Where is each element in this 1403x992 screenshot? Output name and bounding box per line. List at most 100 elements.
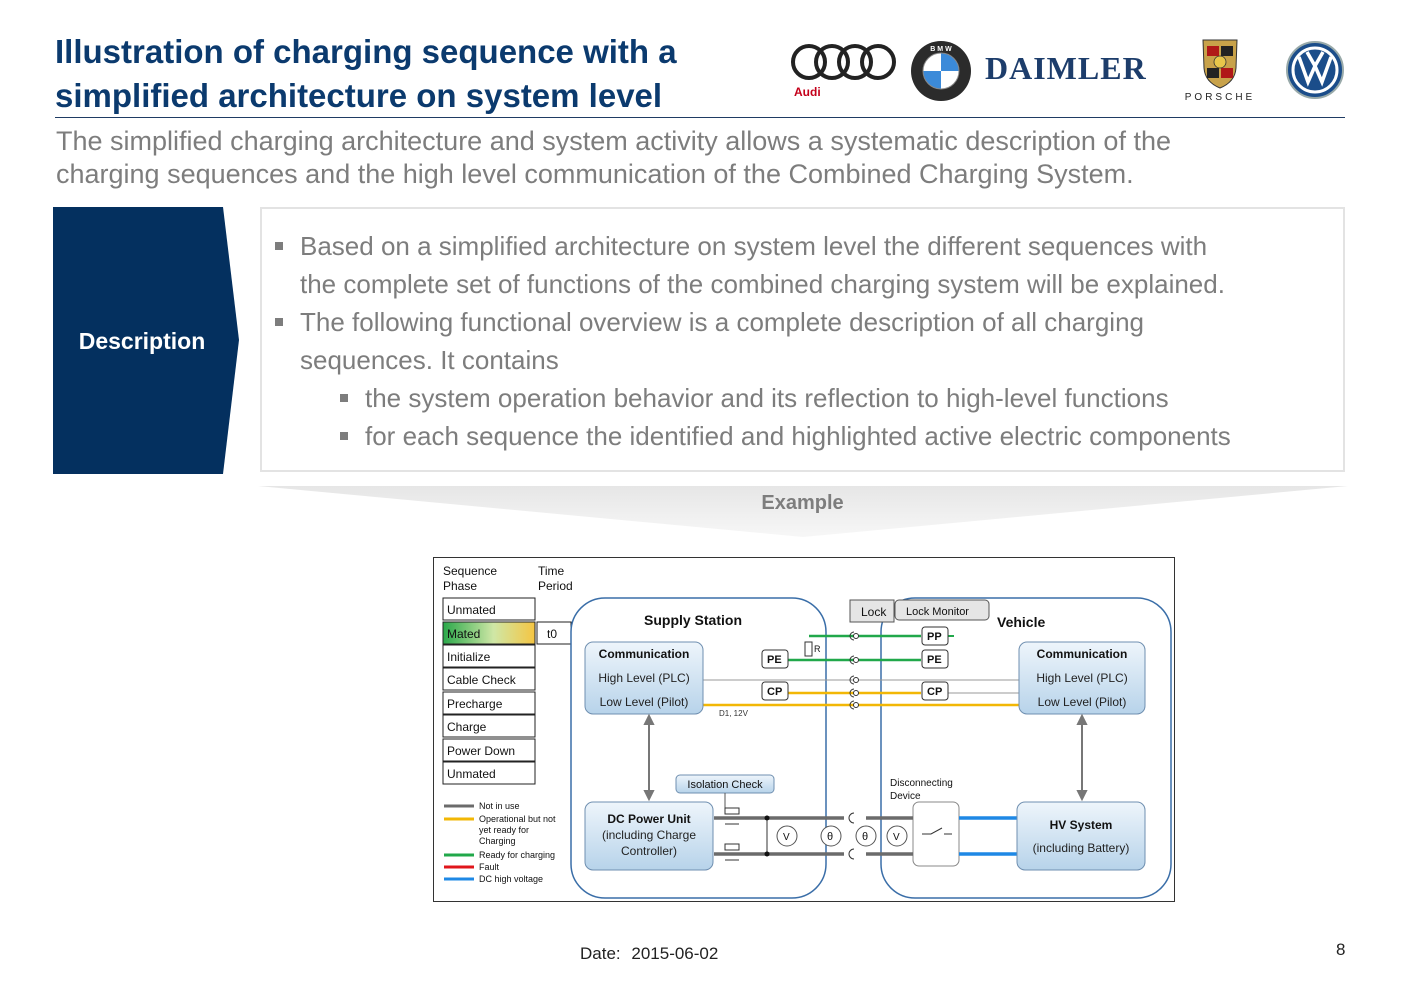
time-header: Time (538, 564, 565, 578)
hv-system-title: HV System (1050, 818, 1113, 832)
phase-header: Phase (443, 579, 477, 593)
bullet-icon (275, 318, 283, 326)
station-comm-low: Low Level (Pilot) (600, 695, 689, 709)
sequence-header: Sequence (443, 564, 497, 578)
lock-label: Lock (861, 605, 887, 619)
pin-label: CP (767, 686, 782, 698)
description-tab-label: Description (78, 328, 206, 354)
supply-station-label: Supply Station (644, 612, 742, 628)
pin-label: PP (927, 631, 942, 643)
example-label: Example (761, 492, 844, 514)
subtitle-line-2: charging sequences and the high level co… (56, 159, 1134, 189)
bullet-item: Based on a simplified architecture on sy… (275, 227, 1225, 303)
porsche-logo: PORSCHE (1185, 39, 1255, 103)
pin-cp-vehicle (921, 681, 949, 701)
sub-bullet-text: the system operation behavior and its re… (365, 383, 1169, 413)
sensor-label: θ (862, 831, 868, 843)
hv-system-line: (including Battery) (1033, 841, 1130, 855)
legend-label: Not in use (479, 801, 520, 811)
phase-cell: Power Down (447, 744, 515, 758)
diagram-legend: Not in use Operational but not yet ready… (444, 801, 556, 884)
dc-power-unit-title: DC Power Unit (607, 812, 690, 826)
legend-label: Fault (479, 862, 500, 872)
sub-bullet-text: for each sequence the identified and hig… (365, 421, 1231, 451)
bullet-text: sequences. It contains (300, 345, 559, 375)
title-line-2: simplified architecture on system level (55, 77, 663, 114)
voltage-label: D1, 12V (719, 709, 749, 718)
page-number: 8 (1336, 940, 1346, 959)
pin-label: PE (767, 654, 782, 666)
vehicle-boundary (880, 597, 1172, 899)
example-chevron (258, 486, 1348, 537)
date-value: 2015-06-02 (631, 944, 719, 963)
bullet-item: The following functional overview is a c… (275, 303, 1144, 379)
period-header: Period (538, 579, 573, 593)
dc-power-unit-line: Controller) (621, 844, 677, 858)
vehicle-comm-title: Communication (1037, 647, 1128, 661)
vehicle-comm-low: Low Level (Pilot) (1038, 695, 1127, 709)
phase-cell: Mated (447, 627, 480, 641)
pin-pp (921, 626, 949, 646)
sub-bullet-item: the system operation behavior and its re… (340, 379, 1169, 417)
bullet-text: Based on a simplified architecture on sy… (300, 231, 1208, 261)
bullet-text: The following functional overview is a c… (300, 307, 1144, 337)
header-divider (55, 117, 1345, 118)
hv-system-box (1016, 801, 1146, 871)
legend-label: DC high voltage (479, 874, 543, 884)
legend-label: yet ready for (479, 825, 529, 835)
vehicle-label: Vehicle (997, 614, 1045, 630)
description-tab (53, 207, 239, 474)
title-line-1: Illustration of charging sequence with a (55, 33, 677, 70)
audi-wordmark: Audi (794, 85, 821, 99)
description-box (260, 207, 1345, 472)
page-title: Illustration of charging sequence with a… (55, 30, 775, 118)
bullet-icon (340, 432, 348, 440)
phase-cell: Precharge (447, 697, 503, 711)
station-comm-high: High Level (PLC) (598, 671, 689, 685)
dc-power-unit-line: (including Charge (602, 828, 696, 842)
date-label: Date: (580, 944, 621, 963)
legend-label: Ready for charging (479, 850, 555, 860)
partner-logos: Audi B M W DAIMLER PORSCHE (780, 36, 1345, 106)
bullet-icon (340, 394, 348, 402)
vw-logo (1286, 41, 1344, 99)
disconnecting-device-label: Disconnecting (890, 778, 953, 789)
disconnecting-device-label: Device (890, 791, 921, 802)
pin-cp-station (761, 681, 789, 701)
legend-label: Operational but not (479, 814, 556, 824)
footer-date: Date: 2015-06-02 (580, 944, 718, 964)
pin-label: PE (927, 654, 942, 666)
supply-station-boundary (570, 597, 827, 899)
diagram-canvas: Sequence Phase Time Period Unmated Mated… (442, 564, 1172, 899)
bullet-text: the complete set of functions of the com… (300, 269, 1225, 299)
subtitle-line-1: The simplified charging architecture and… (56, 126, 1171, 156)
legend-label: Charging (479, 836, 516, 846)
phase-cell: Unmated (447, 767, 496, 781)
phase-table: Unmated Mated t0 Initialize Cable Check … (442, 597, 572, 785)
pin-label: CP (927, 686, 942, 698)
sensor-label: θ (827, 831, 833, 843)
disconnecting-device-box (912, 801, 960, 867)
bullet-icon (275, 242, 283, 250)
bmw-logo: B M W (911, 41, 971, 101)
phase-cell: Cable Check (447, 673, 517, 687)
dc-power-unit-box (584, 801, 714, 871)
porsche-wordmark: PORSCHE (1185, 92, 1255, 103)
station-comm-title: Communication (599, 647, 690, 661)
pin-pe-vehicle (921, 649, 949, 669)
charging-architecture-diagram: Sequence Phase Time Period Unmated Mated… (433, 557, 1175, 902)
sensor-label: V (783, 832, 790, 843)
lock-monitor-label: Lock Monitor (906, 606, 969, 618)
phase-cell: Initialize (447, 650, 491, 664)
sensor-label: V (893, 832, 900, 843)
pin-pe-station (761, 649, 789, 669)
station-communication-box (584, 641, 704, 715)
vehicle-comm-high: High Level (PLC) (1036, 671, 1127, 685)
bmw-lettering: B M W (930, 46, 952, 53)
lock-monitor-box (894, 599, 990, 621)
page-subtitle: The simplified charging architecture and… (56, 125, 1346, 191)
time-cell: t0 (547, 627, 557, 641)
resistor-label: R (814, 644, 821, 654)
daimler-logo: DAIMLER (985, 50, 1147, 86)
isolation-check-label: Isolation Check (687, 779, 763, 791)
